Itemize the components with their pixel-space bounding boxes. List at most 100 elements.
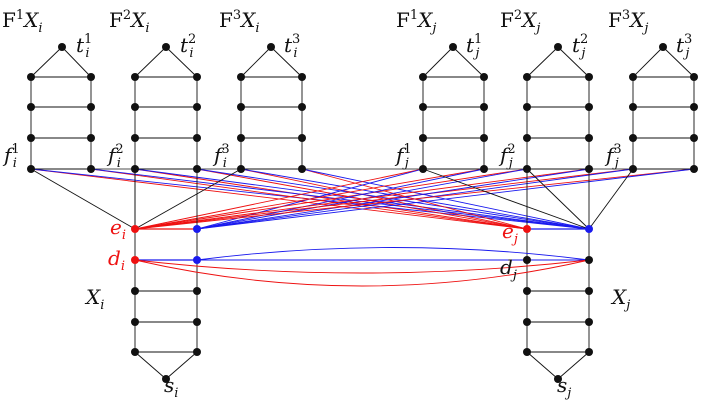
node-F3Xi-l0 bbox=[237, 73, 245, 81]
label-s-i: si bbox=[164, 373, 178, 401]
node-F3Xj-l1 bbox=[629, 103, 637, 111]
node-F2Xj-l0 bbox=[523, 73, 531, 81]
node-F1Xi-r0 bbox=[87, 73, 95, 81]
node-F1Xj-r2 bbox=[480, 134, 488, 142]
edge-di-dj-arc-red2 bbox=[134, 259, 590, 287]
node-F2Xi-l2 bbox=[131, 134, 139, 142]
edge-di-dj-arc-red1 bbox=[134, 259, 590, 274]
node-F1Xi-t bbox=[58, 43, 66, 51]
label-e-j: ej bbox=[502, 219, 518, 247]
node-F2Xi-t bbox=[162, 43, 170, 51]
edge-cross-j-blue-4 bbox=[196, 168, 590, 230]
node-d-j-2 bbox=[585, 256, 593, 264]
node-F2Xj-l3 bbox=[523, 165, 531, 173]
node-F1Xj-r3 bbox=[480, 165, 488, 173]
edge-F1Xi-t-right bbox=[61, 46, 92, 78]
node-F2Xi-r2 bbox=[193, 134, 201, 142]
edge-cross-j-blue-5 bbox=[196, 168, 695, 230]
label-d-i: di bbox=[108, 246, 125, 274]
edge-Xi-s-left bbox=[134, 351, 167, 380]
edge-F1Xi-t-left bbox=[30, 46, 63, 78]
node-F3Xj-l3 bbox=[629, 165, 637, 173]
node-F2Xi-l1 bbox=[131, 103, 139, 111]
edge-F2Xj-t-right bbox=[557, 46, 590, 78]
node-F1Xj-l0 bbox=[419, 73, 427, 81]
label-F2Xi: F2Xi bbox=[109, 8, 150, 36]
node-F3Xi-l2 bbox=[237, 134, 245, 142]
node-F3Xj-t bbox=[659, 43, 667, 51]
edge-cross-j-red-5 bbox=[134, 168, 695, 230]
node-F2Xi-l0 bbox=[131, 73, 139, 81]
node-F2Xi-r3 bbox=[193, 165, 201, 173]
node-F3Xj-r3 bbox=[690, 165, 698, 173]
edge-local-i-0 bbox=[30, 168, 136, 230]
edge-F2Xi-t-left bbox=[134, 46, 167, 78]
edge-F3Xj-t-left bbox=[632, 46, 664, 78]
node-Xi-r2 bbox=[193, 348, 201, 356]
edges-layer bbox=[30, 46, 695, 380]
node-F3Xi-r2 bbox=[298, 134, 306, 142]
edge-local-i-2 bbox=[134, 168, 242, 230]
label-F3Xj: F3Xj bbox=[608, 8, 648, 36]
node-F2Xj-r2 bbox=[585, 134, 593, 142]
node-F2Xi-l3 bbox=[131, 165, 139, 173]
node-e-i bbox=[131, 225, 139, 233]
node-Xj-r1 bbox=[585, 318, 593, 326]
edge-F3Xi-t-right bbox=[270, 46, 303, 78]
node-F3Xj-l0 bbox=[629, 73, 637, 81]
node-Xi-l2 bbox=[131, 348, 139, 356]
label-X-j: Xj bbox=[610, 285, 630, 313]
node-F2Xi-r1 bbox=[193, 103, 201, 111]
edge-cross-j-blue-3 bbox=[196, 168, 485, 230]
edge-di-dj-arc-blue bbox=[196, 247, 590, 261]
node-F1Xj-r0 bbox=[480, 73, 488, 81]
edge-local-j-2 bbox=[588, 168, 634, 230]
label-F2Xj: F2Xj bbox=[500, 8, 540, 36]
node-F2Xj-r1 bbox=[585, 103, 593, 111]
node-Xj-r2 bbox=[585, 348, 593, 356]
label-F1Xj: F1Xj bbox=[396, 8, 436, 36]
node-F1Xi-l1 bbox=[27, 103, 35, 111]
node-F3Xi-t bbox=[267, 43, 275, 51]
node-Xj-l0 bbox=[523, 287, 531, 295]
node-Xj-l1 bbox=[523, 318, 531, 326]
edge-F3Xi-t-left bbox=[240, 46, 272, 78]
node-F1Xj-r1 bbox=[480, 103, 488, 111]
node-F3Xj-l2 bbox=[629, 134, 637, 142]
node-d-j bbox=[523, 256, 531, 264]
node-F3Xi-r0 bbox=[298, 73, 306, 81]
node-F1Xj-l3 bbox=[419, 165, 427, 173]
node-F1Xj-l1 bbox=[419, 103, 427, 111]
label-F3Xi: F3Xi bbox=[219, 8, 260, 36]
edge-F3Xj-t-right bbox=[662, 46, 695, 78]
node-F1Xi-r2 bbox=[87, 134, 95, 142]
node-F2Xj-r3 bbox=[585, 165, 593, 173]
edge-Xj-s-right bbox=[557, 351, 590, 380]
edge-F2Xi-t-right bbox=[165, 46, 198, 78]
edge-cross-j-red-4 bbox=[134, 168, 590, 230]
node-d-i-2 bbox=[193, 256, 201, 264]
node-d-i bbox=[131, 256, 139, 264]
node-F3Xi-r1 bbox=[298, 103, 306, 111]
node-F3Xj-r1 bbox=[690, 103, 698, 111]
node-Xj-l2 bbox=[523, 348, 531, 356]
node-F1Xi-r3 bbox=[87, 165, 95, 173]
edge-local-j-0 bbox=[422, 168, 590, 230]
edge-cross-j-red-3 bbox=[134, 168, 485, 230]
node-s-i bbox=[162, 375, 170, 383]
node-F2Xj-l1 bbox=[523, 103, 531, 111]
label-F1Xi: F1Xi bbox=[2, 8, 43, 36]
